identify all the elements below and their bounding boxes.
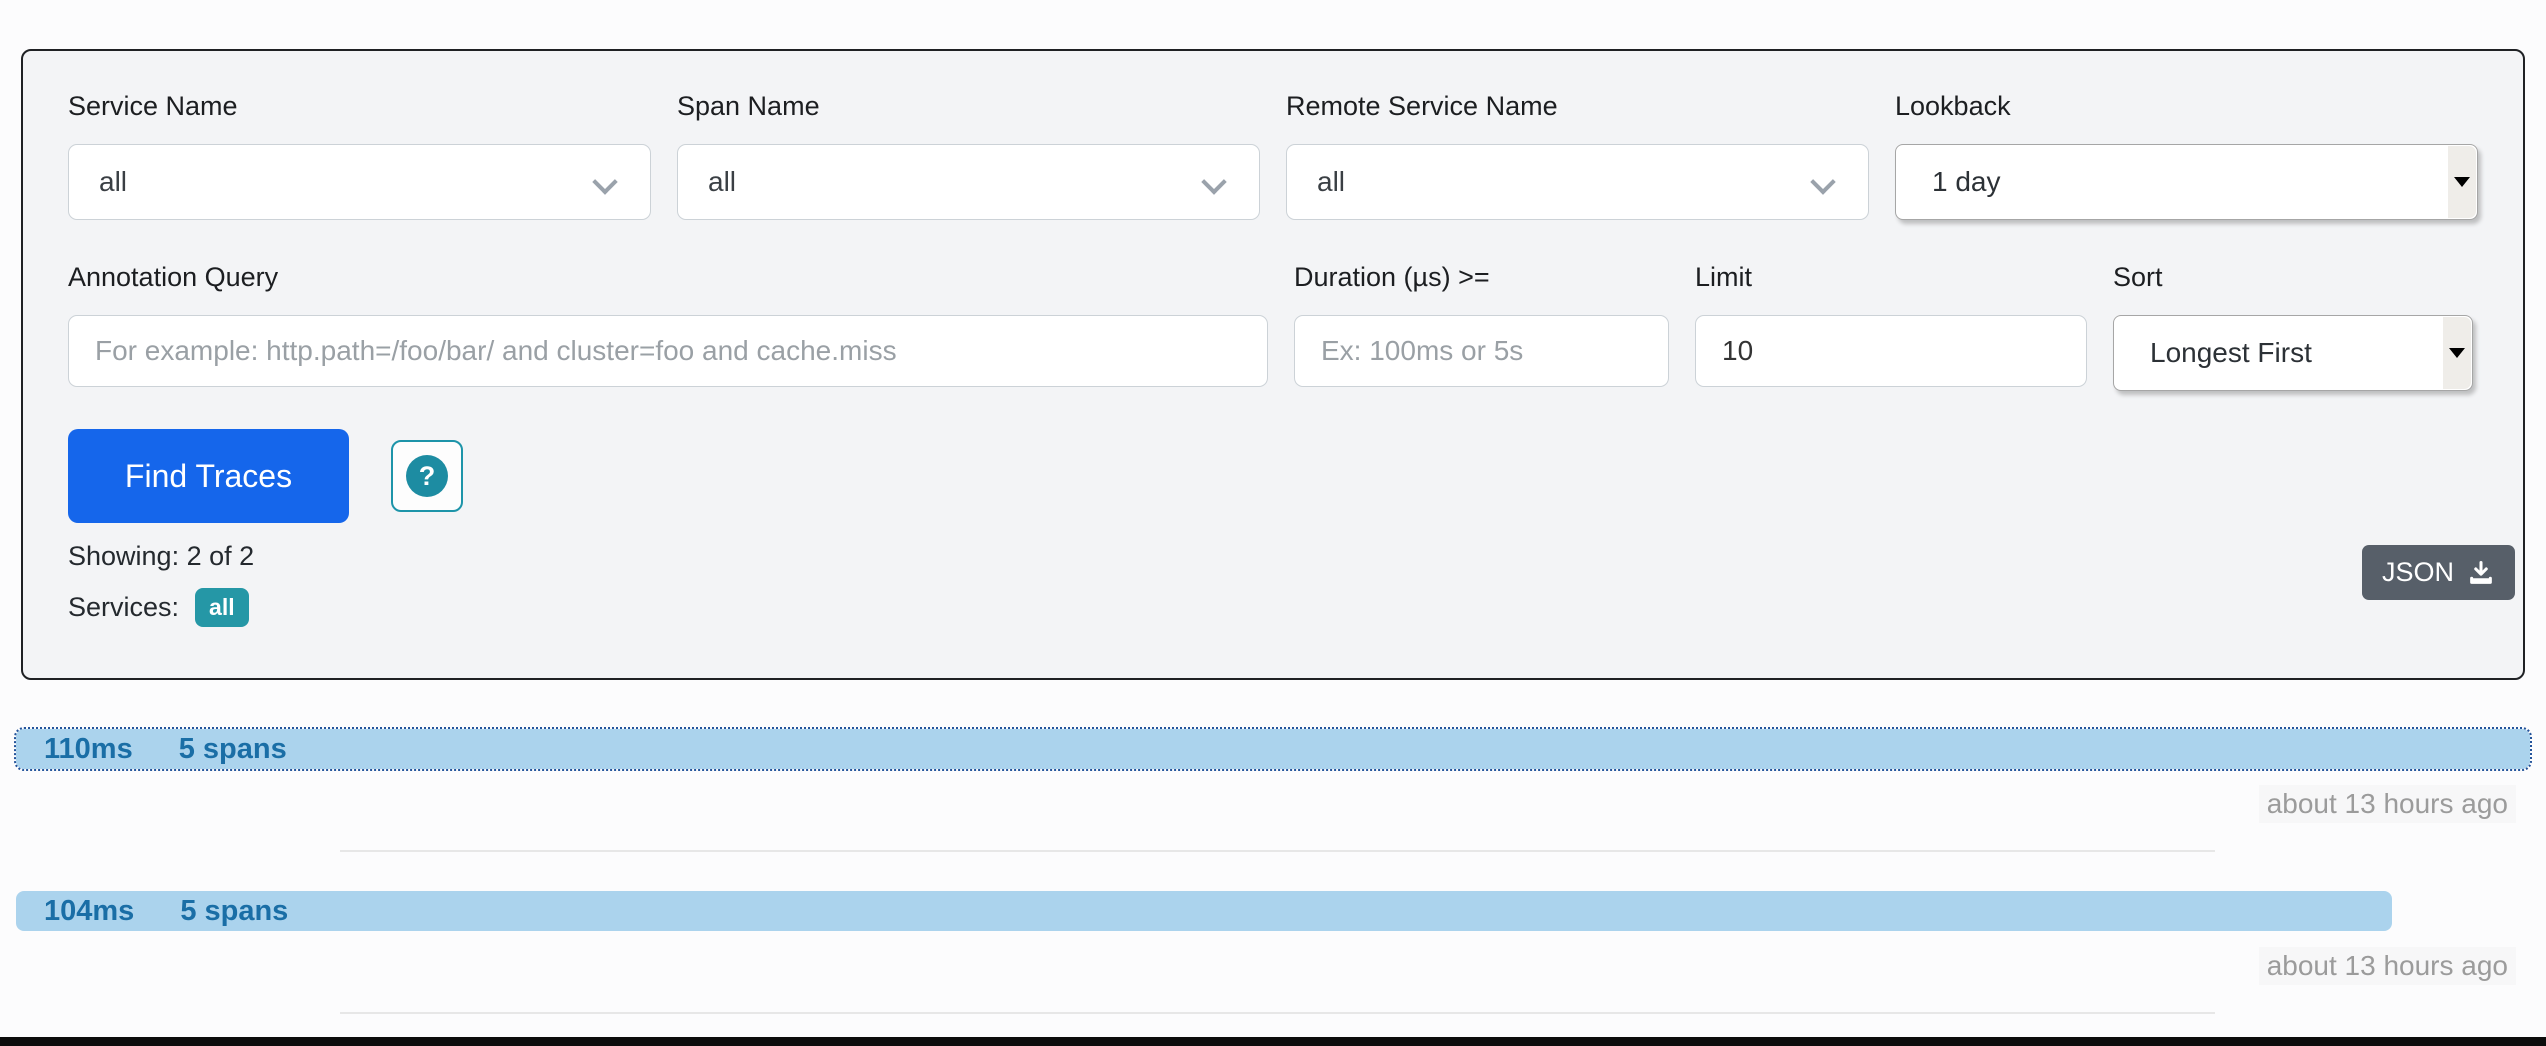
lookback-value: 1 day (1932, 166, 2001, 197)
remote-service-name-select[interactable]: all (1286, 144, 1869, 220)
caret-down-icon (2454, 177, 2470, 187)
row-divider (340, 850, 2215, 852)
trace-duration-text: 110ms (44, 732, 133, 765)
services-label: Services: (68, 592, 180, 622)
json-download-button[interactable]: JSON (2361, 545, 2515, 600)
service-name-value: all (99, 166, 128, 197)
question-mark-icon: ? (406, 455, 448, 497)
download-icon (2470, 560, 2492, 584)
action-row: Find Traces ? (68, 429, 2478, 523)
trace-span-count-text: 5 spans (180, 894, 289, 927)
trace-results-list: 110ms 5 spans about 13 hours ago 104ms 5… (0, 680, 2546, 1014)
trace-row: 104ms 5 spans about 13 hours ago (0, 891, 2546, 1014)
span-name-value: all (708, 166, 737, 197)
trace-duration-text: 104ms (44, 894, 135, 927)
trace-span-count-text: 5 spans (178, 732, 287, 765)
limit-field: Limit (1695, 262, 2087, 391)
row-divider (340, 1012, 2215, 1014)
service-name-select[interactable]: all (68, 144, 651, 220)
chevron-down-icon (1812, 171, 1834, 193)
trace-duration-bar[interactable]: 104ms 5 spans (16, 891, 2392, 931)
caret-down-icon (2449, 348, 2465, 358)
dropdown-row: Service Name all Span Name all Remote Se… (68, 91, 2478, 220)
query-row: Annotation Query Duration (µs) >= Limit … (68, 262, 2478, 391)
lookback-select[interactable]: 1 day (1895, 144, 2478, 220)
annotation-query-input[interactable] (68, 315, 1268, 387)
sort-value: Longest First (2150, 337, 2312, 368)
remote-service-name-value: all (1317, 166, 1346, 197)
duration-field: Duration (µs) >= (1294, 262, 1669, 391)
trace-timestamp-line: about 13 hours ago (0, 785, 2546, 823)
select-arrow-strip (2448, 146, 2476, 218)
select-arrow-strip (2443, 317, 2471, 389)
trace-timestamp-line: about 13 hours ago (0, 947, 2546, 985)
trace-search-panel: Service Name all Span Name all Remote Se… (21, 49, 2525, 680)
remote-service-name-field: Remote Service Name all (1286, 91, 1869, 220)
limit-label: Limit (1695, 262, 1753, 292)
trace-timestamp: about 13 hours ago (2258, 785, 2516, 823)
help-button[interactable]: ? (391, 440, 463, 512)
window-bottom-edge (0, 1037, 2546, 1046)
annotation-query-field: Annotation Query (68, 262, 1268, 391)
duration-input[interactable] (1294, 315, 1669, 387)
lookback-label: Lookback (1895, 91, 2011, 121)
chevron-down-icon (594, 171, 616, 193)
span-name-select[interactable]: all (677, 144, 1260, 220)
trace-row: 110ms 5 spans about 13 hours ago (0, 680, 2546, 852)
chevron-down-icon (1203, 171, 1225, 193)
find-traces-button[interactable]: Find Traces (68, 429, 349, 523)
showing-count-text: Showing: 2 of 2 (68, 541, 255, 571)
trace-duration-bar[interactable]: 110ms 5 spans (14, 727, 2532, 771)
service-name-field: Service Name all (68, 91, 651, 220)
service-name-label: Service Name (68, 91, 238, 121)
json-button-label: JSON (2381, 557, 2454, 587)
span-name-label: Span Name (677, 91, 820, 121)
limit-input[interactable] (1695, 315, 2087, 387)
remote-service-name-label: Remote Service Name (1286, 91, 1558, 121)
annotation-query-label: Annotation Query (68, 262, 279, 292)
services-line: Services: all (68, 588, 2478, 627)
sort-field: Sort Longest First (2113, 262, 2473, 391)
span-name-field: Span Name all (677, 91, 1260, 220)
duration-label: Duration (µs) >= (1294, 262, 1490, 292)
service-badge: all (195, 588, 249, 627)
trace-timestamp: about 13 hours ago (2258, 947, 2516, 985)
sort-label: Sort (2113, 262, 2163, 292)
sort-select[interactable]: Longest First (2113, 315, 2473, 391)
lookback-field: Lookback 1 day (1895, 91, 2478, 220)
